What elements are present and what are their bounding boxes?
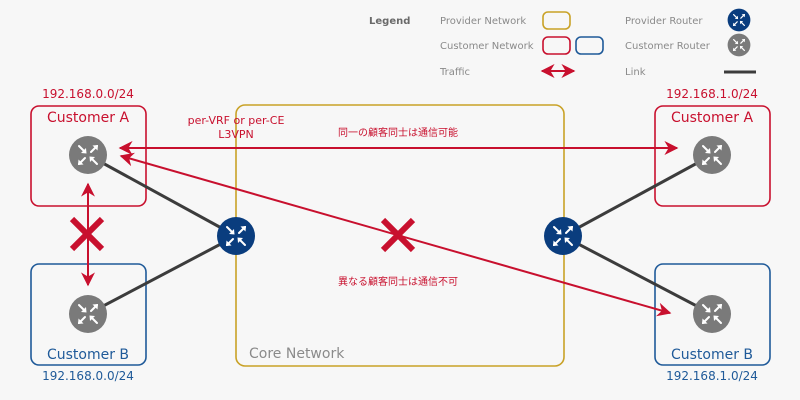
subnet-left-customer-b: 192.168.0.0/24 (42, 369, 134, 383)
link-right-b-to-pe-right (562, 234, 713, 316)
block-x-icon-local (69, 216, 105, 252)
core-network-label: Core Network (249, 346, 345, 362)
l3vpn-label-line2: L3VPN (218, 128, 254, 141)
legend-traffic-label: Traffic (439, 67, 470, 78)
site-name-left-customer-a: Customer A (47, 110, 129, 126)
legend-customer-network-label: Customer Network (440, 41, 534, 52)
legend-provider-network-swatch (542, 11, 571, 30)
provider-router-icon-right[interactable] (544, 217, 582, 255)
legend-customer-network-swatch-a (542, 36, 571, 55)
link-right-a-to-pe-right (562, 153, 713, 238)
subnet-right-customer-b: 192.168.1.0/24 (666, 369, 758, 383)
customer-router-icon-left-a[interactable] (69, 136, 107, 174)
legend-title: Legend (369, 16, 410, 27)
legend: Legend Provider Network Customer Network… (369, 8, 756, 78)
legend-customer-router-label: Customer Router (625, 41, 711, 52)
block-x-icon-core (380, 217, 416, 253)
customer-router-icon-left-b[interactable] (69, 295, 107, 333)
subnet-left-customer-a: 192.168.0.0/24 (42, 87, 134, 101)
annotation-different-customer: 異なる顧客同士は通信不可 (338, 275, 458, 288)
legend-provider-router-label: Provider Router (625, 16, 703, 27)
legend-customer-router-icon (727, 33, 751, 57)
legend-customer-network-swatch-b (575, 36, 604, 55)
legend-provider-network-label: Provider Network (440, 16, 526, 27)
site-name-right-customer-b: Customer B (671, 347, 753, 363)
site-name-right-customer-a: Customer A (671, 110, 753, 126)
site-name-left-customer-b: Customer B (47, 347, 129, 363)
provider-router-icon-left[interactable] (217, 217, 255, 255)
link-left-b-to-pe-left (87, 234, 237, 316)
customer-router-icon-right-b[interactable] (693, 295, 731, 333)
legend-link-label: Link (625, 67, 646, 78)
subnet-right-customer-a: 192.168.1.0/24 (666, 87, 758, 101)
legend-provider-router-icon (727, 8, 751, 32)
l3vpn-label-line1: per-VRF or per-CE (188, 114, 285, 127)
customer-router-icon-right-a[interactable] (693, 136, 731, 174)
annotation-same-customer: 同一の顧客同士は通信可能 (338, 126, 458, 139)
